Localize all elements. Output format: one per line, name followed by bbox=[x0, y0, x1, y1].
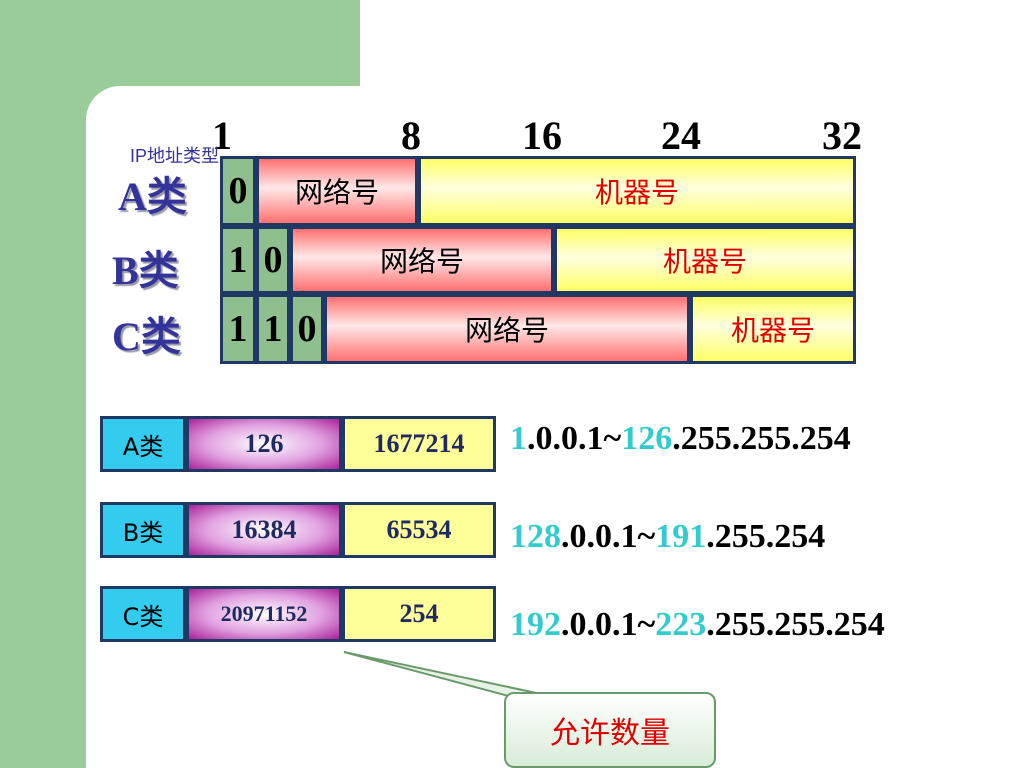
bit-position-24: 24 bbox=[661, 113, 701, 158]
network-count: 16384 bbox=[186, 502, 342, 558]
class-a-label: A类 bbox=[118, 174, 187, 219]
range-start-octet: 128 bbox=[510, 518, 561, 555]
count-row-label: B类 bbox=[100, 502, 186, 558]
range-start-octet: 192 bbox=[510, 606, 561, 643]
class-b-host-field: 机器号 bbox=[554, 226, 856, 294]
allowed-quantity-callout: 允许数量 bbox=[504, 692, 716, 768]
class-b-network-field: 网络号 bbox=[290, 226, 554, 294]
class-b-address-range: 128.0.0.1~191.255.254 bbox=[510, 518, 825, 556]
class-b-count-row: B类 16384 65534 bbox=[100, 502, 496, 558]
range-middle: .0.0.1~ bbox=[561, 606, 656, 643]
host-count: 1677214 bbox=[342, 416, 496, 472]
bit-position-32: 32 bbox=[822, 113, 862, 158]
class-b-label: B类 bbox=[112, 248, 179, 293]
class-a-host-field: 机器号 bbox=[418, 156, 856, 226]
address-structure-diagram: 0 网络号 机器号 1 0 网络号 机器号 1 1 0 网络号 机器号 bbox=[220, 156, 856, 364]
class-b-bit-0: 1 bbox=[220, 226, 256, 294]
class-a-network-field: 网络号 bbox=[256, 156, 418, 226]
class-a-bit-0: 0 bbox=[220, 156, 256, 226]
bit-position-16: 16 bbox=[522, 113, 562, 158]
class-c-address-range: 192.0.0.1~223.255.255.254 bbox=[510, 606, 885, 644]
class-a-count-row: A类 126 1677214 bbox=[100, 416, 496, 472]
count-row-label: A类 bbox=[100, 416, 186, 472]
count-row-label: C类 bbox=[100, 586, 186, 642]
network-count: 20971152 bbox=[186, 586, 342, 642]
host-count: 65534 bbox=[342, 502, 496, 558]
host-count: 254 bbox=[342, 586, 496, 642]
range-end-octet: 126 bbox=[621, 420, 673, 457]
class-b-bit-1: 0 bbox=[256, 226, 290, 294]
range-tail: .255.255.254 bbox=[672, 420, 851, 457]
class-c-bit-2: 0 bbox=[290, 294, 324, 364]
range-end-octet: 223 bbox=[655, 606, 707, 643]
class-a-address-range: 1.0.0.1~126.255.255.254 bbox=[510, 420, 851, 458]
range-middle: .0.0.1~ bbox=[561, 518, 656, 555]
class-c-label: C类 bbox=[112, 314, 181, 359]
class-c-host-field: 机器号 bbox=[690, 294, 856, 364]
class-c-bit-0: 1 bbox=[220, 294, 256, 364]
class-c-network-field: 网络号 bbox=[324, 294, 690, 364]
range-end-octet: 191 bbox=[655, 518, 707, 555]
range-middle: .0.0.1~ bbox=[527, 420, 622, 457]
range-start-octet: 1 bbox=[510, 420, 527, 457]
network-count: 126 bbox=[186, 416, 342, 472]
class-c-bit-1: 1 bbox=[256, 294, 290, 364]
ip-type-label: IP地址类型 bbox=[130, 146, 220, 166]
range-tail: .255.254 bbox=[706, 518, 826, 555]
range-tail: .255.255.254 bbox=[706, 606, 885, 643]
bit-position-8: 8 bbox=[401, 113, 421, 158]
bit-position-1: 1 bbox=[212, 113, 232, 158]
class-c-count-row: C类 20971152 254 bbox=[100, 586, 496, 642]
